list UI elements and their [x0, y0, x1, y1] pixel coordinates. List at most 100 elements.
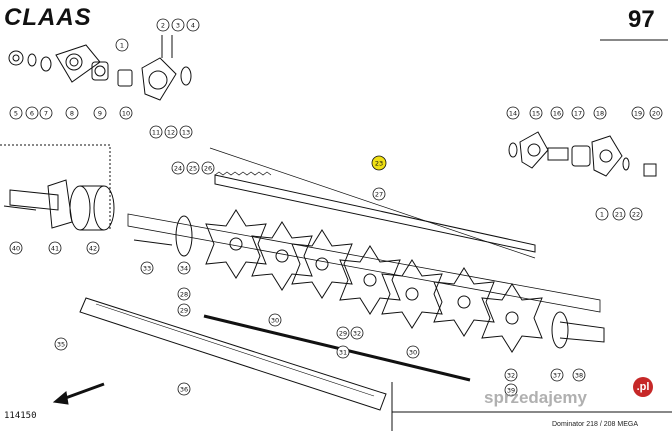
part-11-flange	[141, 57, 177, 101]
svg-text:13: 13	[182, 129, 190, 137]
svg-text:23: 23	[375, 160, 383, 168]
star-wheel-28	[205, 209, 267, 279]
callout-33: 33	[140, 261, 154, 275]
part-4-oring	[180, 66, 192, 86]
part-8-bearing-housing	[55, 44, 101, 83]
svg-text:9: 9	[98, 110, 102, 118]
callout-3: 3	[171, 18, 185, 32]
svg-text:35: 35	[57, 341, 65, 349]
star-wheel-32a	[339, 245, 401, 315]
callout-16: 16	[550, 106, 564, 120]
svg-text:24: 24	[174, 165, 182, 173]
part-10-sleeve	[117, 69, 133, 87]
star-wheel-32b	[433, 267, 495, 337]
svg-text:33: 33	[143, 265, 151, 273]
callout-29b: 29	[336, 326, 350, 340]
bolts-2-3	[161, 35, 173, 58]
part-shaft	[9, 189, 59, 211]
bolt-40	[3, 205, 37, 211]
callout-26: 26	[201, 161, 215, 175]
callout-13: 13	[179, 125, 193, 139]
callout-32a: 32	[350, 326, 364, 340]
callout-32b: 32	[504, 368, 518, 382]
svg-text:19: 19	[634, 110, 642, 118]
part-7-seal	[40, 56, 52, 72]
svg-text:36: 36	[180, 386, 188, 394]
callout-2: 2	[156, 18, 170, 32]
part-5-nut	[8, 50, 24, 66]
callout-38: 38	[572, 368, 586, 382]
bolt-33	[133, 239, 173, 246]
callout-1: 1	[115, 38, 129, 52]
svg-text:2: 2	[161, 22, 165, 30]
callout-4: 4	[186, 18, 200, 32]
svg-text:15: 15	[532, 110, 540, 118]
svg-text:29: 29	[339, 330, 347, 338]
svg-text:26: 26	[204, 165, 212, 173]
callout-27: 27	[372, 187, 386, 201]
svg-text:18: 18	[596, 110, 604, 118]
svg-text:1: 1	[600, 211, 604, 219]
callout-30b: 30	[406, 345, 420, 359]
callout-14: 14	[506, 106, 520, 120]
callout-19: 19	[631, 106, 645, 120]
svg-text:12: 12	[167, 129, 175, 137]
part-34-flange	[175, 215, 193, 257]
callout-6: 6	[25, 106, 39, 120]
callout-12: 12	[164, 125, 178, 139]
callout-20: 20	[649, 106, 663, 120]
watermark-text: sprzedajemy	[484, 388, 587, 407]
callout-29a: 29	[177, 303, 191, 317]
callout-24: 24	[171, 161, 185, 175]
page-number: 97	[628, 6, 655, 33]
callout-18: 18	[593, 106, 607, 120]
callout-25: 25	[186, 161, 200, 175]
footer-frame	[391, 382, 672, 431]
svg-text:21: 21	[615, 211, 623, 219]
part-41-hub	[47, 179, 73, 229]
detail-frame	[0, 144, 111, 230]
svg-text:30: 30	[271, 317, 279, 325]
callout-7: 7	[39, 106, 53, 120]
part-17-bearing	[571, 145, 591, 167]
svg-text:39: 39	[507, 387, 515, 395]
callout-9: 9	[93, 106, 107, 120]
callout-40: 40	[9, 241, 23, 255]
svg-text:28: 28	[180, 291, 188, 299]
callout-1b: 1	[595, 207, 609, 221]
svg-text:40: 40	[12, 245, 20, 253]
svg-text:1: 1	[120, 42, 124, 50]
svg-text:5: 5	[14, 110, 18, 118]
callout-30a: 30	[268, 313, 282, 327]
detail-bracket-line	[209, 147, 536, 259]
part-9-bearing	[91, 61, 109, 81]
callout-28: 28	[177, 287, 191, 301]
svg-text:27: 27	[375, 191, 383, 199]
callout-34: 34	[177, 261, 191, 275]
callout-42: 42	[86, 241, 100, 255]
arrow-head	[52, 391, 69, 405]
svg-text:7: 7	[44, 110, 48, 118]
svg-text:32: 32	[507, 372, 515, 380]
part-6-washer	[27, 53, 37, 67]
model-caption: Dominator 218 / 208 MEGA	[552, 421, 638, 428]
svg-text:16: 16	[553, 110, 561, 118]
svg-text:17: 17	[574, 110, 582, 118]
callout-39: 39	[504, 383, 518, 397]
svg-text:14: 14	[509, 110, 517, 118]
part-37-shaft-end	[551, 311, 605, 349]
drawing-number: 114150	[4, 411, 37, 421]
svg-text:32: 32	[353, 330, 361, 338]
svg-text:8: 8	[70, 110, 74, 118]
part-16-shaft	[547, 147, 569, 161]
svg-text:38: 38	[575, 372, 583, 380]
callout-36: 36	[177, 382, 191, 396]
part-27-toothed-rail	[214, 171, 536, 253]
part-36-cover-plate	[79, 297, 387, 411]
svg-text:3: 3	[176, 22, 180, 30]
callout-31: 31	[336, 345, 350, 359]
part-20-nut	[643, 163, 657, 177]
svg-text:34: 34	[180, 265, 188, 273]
star-wheel-30c	[381, 259, 443, 329]
